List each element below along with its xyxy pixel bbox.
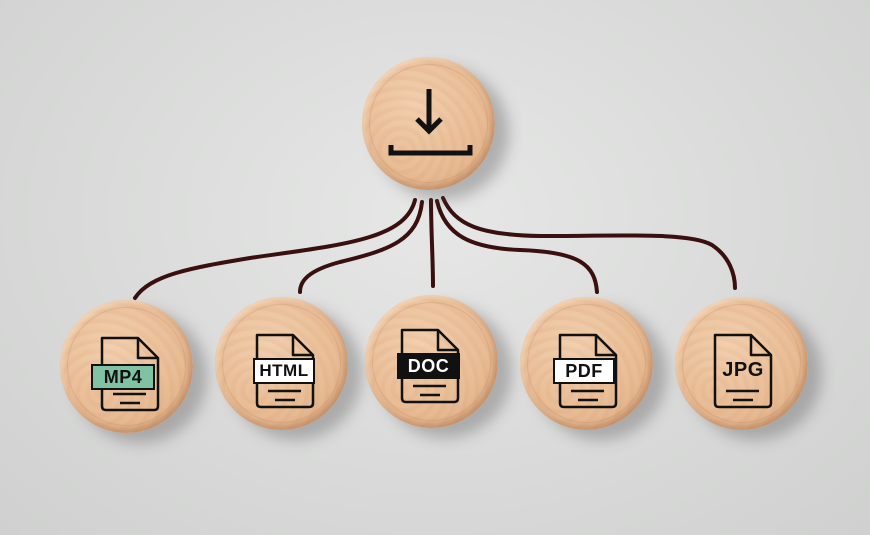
file-label-jpg: JPG bbox=[722, 358, 764, 381]
file-disc-mp4: MP4 bbox=[60, 300, 193, 433]
file-label-html: HTML bbox=[253, 358, 315, 384]
connector-html bbox=[298, 200, 424, 294]
file-icon bbox=[558, 333, 618, 409]
file-disc-pdf: PDF bbox=[520, 297, 653, 430]
file-label-mp4: MP4 bbox=[91, 364, 155, 390]
file-icon bbox=[400, 328, 460, 404]
connector-mp4 bbox=[133, 198, 417, 300]
file-icon bbox=[713, 333, 773, 409]
file-disc-html: HTML bbox=[215, 297, 348, 430]
file-icon bbox=[255, 333, 315, 409]
download-icon bbox=[388, 89, 473, 156]
file-label-pdf: PDF bbox=[553, 358, 615, 384]
connector-pdf bbox=[435, 199, 599, 294]
connector-doc bbox=[429, 198, 435, 288]
file-disc-doc: DOC bbox=[365, 295, 498, 428]
file-icon bbox=[100, 336, 160, 412]
file-disc-jpg: JPG bbox=[675, 297, 808, 430]
file-label-doc: DOC bbox=[397, 353, 460, 379]
connector-jpg bbox=[441, 196, 737, 290]
download-disc bbox=[362, 57, 495, 190]
